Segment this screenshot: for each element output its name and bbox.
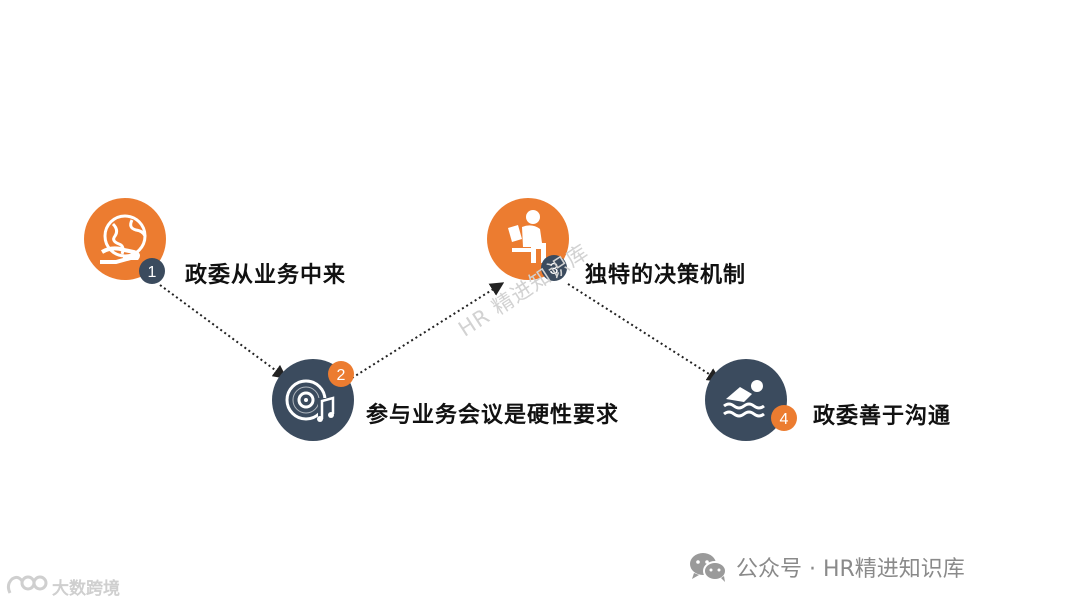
wechat-icon bbox=[690, 553, 727, 582]
step-2-label: 参与业务会议是硬性要求 bbox=[366, 403, 620, 428]
step-4-label: 政委善于沟通 bbox=[813, 404, 952, 429]
step-1-node: 1 bbox=[84, 198, 166, 284]
brand-logo-icon bbox=[6, 575, 48, 594]
step-4-node: 4 bbox=[705, 359, 797, 441]
step-4-number: 4 bbox=[780, 411, 789, 428]
swimmer-icon bbox=[723, 380, 765, 418]
music-disc-icon bbox=[285, 379, 335, 422]
step-1-circle bbox=[84, 198, 166, 280]
step-2-badge bbox=[328, 361, 354, 387]
connector-1-2 bbox=[159, 284, 288, 379]
footer-source-text: 公众号 · HR精进知识库 bbox=[736, 557, 965, 582]
step-1-number: 1 bbox=[148, 264, 157, 281]
step-3-badge bbox=[541, 255, 567, 281]
step-1-label: 政委从业务中来 bbox=[185, 263, 347, 288]
footer-brand: 大数跨境 bbox=[4, 573, 120, 599]
step-3-node: 3 bbox=[487, 198, 569, 281]
footer-source: 公众号 · HR精进知识库 bbox=[688, 550, 965, 584]
step-1-badge bbox=[139, 258, 165, 284]
step-2-node: 2 bbox=[272, 359, 354, 441]
step-4-badge bbox=[771, 405, 797, 431]
step-2-number: 2 bbox=[337, 367, 346, 384]
person-reading-icon bbox=[508, 210, 546, 263]
connector-3-4 bbox=[567, 283, 722, 382]
footer-brand-text: 大数跨境 bbox=[52, 578, 120, 599]
step-3-number: 3 bbox=[550, 261, 559, 278]
globe-hand-icon bbox=[100, 214, 147, 264]
step-3-label: 独特的决策机制 bbox=[585, 263, 747, 288]
